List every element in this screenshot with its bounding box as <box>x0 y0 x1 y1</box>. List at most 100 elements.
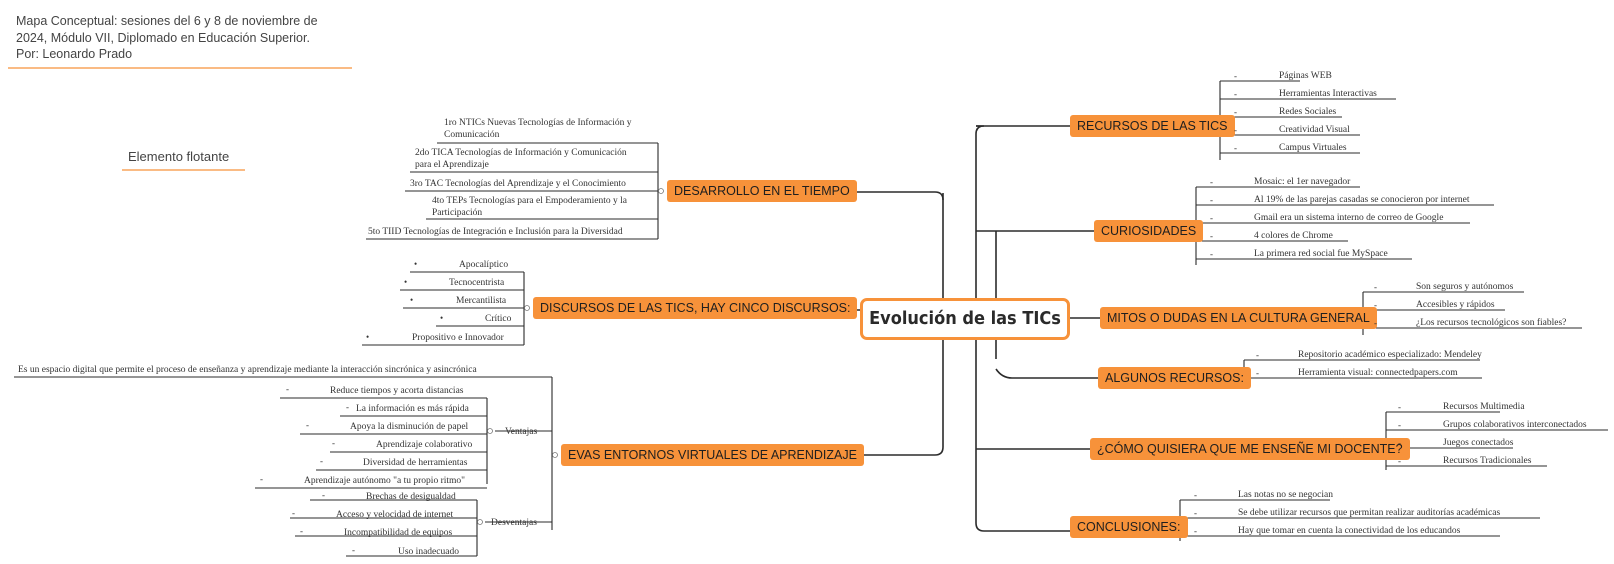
dash: - <box>1234 125 1237 135</box>
leaf-desarrollo-4[interactable]: 4to TEPs Tecnologías para el Empoderamie… <box>432 195 627 219</box>
leaf-desarrollo-2-line-2: para el Aprendizaje <box>415 160 489 170</box>
leaf-discursos-3[interactable]: Mercantilista <box>456 296 507 306</box>
leaf-desarrollo-4-line-2: Participación <box>432 208 483 218</box>
topic-mitos[interactable]: MITOS O DUDAS EN LA CULTURA GENERAL <box>1100 307 1377 329</box>
dash: - <box>1374 282 1377 292</box>
leaf-discursos-2[interactable]: Tecnocentrista <box>449 278 505 288</box>
leaf-desarrollo-2-line-1: 2do TICA Tecnologías de Información y Co… <box>415 148 627 158</box>
note-line-1: Mapa Conceptual: sesiones del 6 y 8 de n… <box>16 14 318 28</box>
dash: - <box>322 490 325 500</box>
leaf-recursos-4[interactable]: Creatividad Visual <box>1279 125 1350 135</box>
topic-discursos[interactable]: DISCURSOS DE LAS TICS, HAY CINCO DISCURS… <box>533 297 858 319</box>
leaf-algunos-1[interactable]: Repositorio académico especializado: Men… <box>1298 350 1482 360</box>
dash: - <box>1210 213 1213 223</box>
dash: - <box>1210 231 1213 241</box>
dash: - <box>1210 249 1213 259</box>
dash: - <box>1374 318 1377 328</box>
bullet: • <box>404 277 408 287</box>
dash: - <box>1194 526 1197 536</box>
leaf-recursos-3[interactable]: Redes Sociales <box>1279 107 1337 117</box>
topic-docente[interactable]: ¿CÓMO QUISIERA QUE ME ENSEÑE MI DOCENTE? <box>1090 438 1410 460</box>
dash: - <box>1194 508 1197 518</box>
leaf-desventajas-1[interactable]: Brechas de desigualdad <box>366 492 456 502</box>
leaf-desventajas-2[interactable]: Acceso y velocidad de internet <box>336 510 454 520</box>
note-line-3: Por: Leonardo Prado <box>16 47 133 61</box>
dash: - <box>260 474 263 484</box>
dash: - <box>332 438 335 448</box>
central-topic[interactable]: Evolución de las TICs <box>860 298 1070 340</box>
dash: - <box>1374 300 1377 310</box>
leaf-curiosidades-1[interactable]: Mosaic: el 1er navegador <box>1254 177 1351 187</box>
floating-element[interactable]: Elemento flotante <box>128 149 230 164</box>
leaf-docente-2[interactable]: Grupos colaborativos interconectados <box>1443 420 1587 430</box>
leaf-mitos-1[interactable]: Son seguros y autónomos <box>1416 282 1514 292</box>
leaf-ventajas-3[interactable]: Apoya la disminución de papel <box>350 422 469 432</box>
leaf-ventajas-4[interactable]: Aprendizaje colaborativo <box>376 440 473 450</box>
leaf-desarrollo-1[interactable]: 1ro NTICs Nuevas Tecnologías de Informac… <box>444 117 632 141</box>
leaf-docente-1[interactable]: Recursos Multimedia <box>1443 402 1525 412</box>
evas-definition[interactable]: Es un espacio digital que permite el pro… <box>18 365 477 375</box>
leaf-conclusiones-2[interactable]: Se debe utilizar recursos que permitan r… <box>1238 508 1501 518</box>
leaf-recursos-5[interactable]: Campus Virtuales <box>1279 143 1347 153</box>
dash: - <box>346 402 349 412</box>
leaf-mitos-3[interactable]: ¿Los recursos tecnológicos son fiables? <box>1416 318 1567 328</box>
dash: - <box>1398 402 1401 412</box>
leaf-desventajas-3[interactable]: Incompatibilidad de equipos <box>344 528 453 538</box>
bullet: • <box>410 295 414 305</box>
leaf-docente-3[interactable]: Juegos conectados <box>1443 438 1514 448</box>
bullet: • <box>414 259 418 269</box>
leaf-discursos-5[interactable]: Propositivo e Innovador <box>412 333 504 343</box>
leaf-desarrollo-2[interactable]: 2do TICA Tecnologías de Información y Co… <box>415 147 627 171</box>
ventajas-label[interactable]: Ventajas <box>505 427 538 437</box>
leaf-conclusiones-3[interactable]: Hay que tomar en cuenta la conectividad … <box>1238 526 1461 536</box>
dash: - <box>1256 368 1259 378</box>
topic-algunos-recursos[interactable]: ALGUNOS RECURSOS: <box>1098 367 1251 389</box>
dash: - <box>1210 195 1213 205</box>
header-note: Mapa Conceptual: sesiones del 6 y 8 de n… <box>16 13 318 63</box>
dash: - <box>306 420 309 430</box>
leaf-recursos-1[interactable]: Páginas WEB <box>1279 71 1332 81</box>
topic-recursos[interactable]: RECURSOS DE LAS TICS <box>1070 115 1235 137</box>
dash: - <box>352 545 355 555</box>
leaf-desarrollo-3[interactable]: 3ro TAC Tecnologías del Aprendizaje y el… <box>410 179 626 189</box>
leaf-docente-4[interactable]: Recursos Tradicionales <box>1443 456 1532 466</box>
leaf-ventajas-5[interactable]: Diversidad de herramientas <box>363 458 468 468</box>
dash: - <box>1256 350 1259 360</box>
dash: - <box>1234 107 1237 117</box>
leaf-desarrollo-5[interactable]: 5to TIID Tecnologías de Integración e In… <box>368 227 623 237</box>
leaf-ventajas-2[interactable]: La información es más rápida <box>356 404 469 414</box>
dash: - <box>1234 71 1237 81</box>
dash: - <box>1210 177 1213 187</box>
dash: - <box>300 526 303 536</box>
leaf-desarrollo-1-line-1: 1ro NTICs Nuevas Tecnologías de Informac… <box>444 118 632 128</box>
leaf-recursos-2[interactable]: Herramientas Interactivas <box>1279 89 1377 99</box>
topic-conclusiones[interactable]: CONCLUSIONES: <box>1070 516 1188 538</box>
leaf-discursos-4[interactable]: Crítico <box>485 314 512 324</box>
leaf-discursos-1[interactable]: Apocalíptico <box>459 260 509 270</box>
leaf-ventajas-6[interactable]: Aprendizaje autónomo "a tu propio ritmo" <box>304 476 466 486</box>
leaf-conclusiones-1[interactable]: Las notas no se negocian <box>1238 490 1333 500</box>
leaf-curiosidades-4[interactable]: 4 colores de Chrome <box>1254 231 1333 241</box>
leaf-curiosidades-3[interactable]: Gmail era un sistema interno de correo d… <box>1254 213 1444 223</box>
leaf-ventajas-1[interactable]: Reduce tiempos y acorta distancias <box>330 386 464 396</box>
dash: - <box>320 456 323 466</box>
bullet: • <box>366 332 370 342</box>
dash: - <box>1234 143 1237 153</box>
leaf-curiosidades-2[interactable]: Al 19% de las parejas casadas se conocie… <box>1254 195 1470 205</box>
topic-evas[interactable]: EVAS ENTORNOS VIRTUALES DE APRENDIZAJE <box>561 444 864 466</box>
dash: - <box>1234 89 1237 99</box>
bullet: • <box>440 313 444 323</box>
leaf-desventajas-4[interactable]: Uso inadecuado <box>398 547 459 557</box>
desventajas-label[interactable]: Desventajas <box>491 518 537 528</box>
leaf-curiosidades-5[interactable]: La primera red social fue MySpace <box>1254 249 1388 259</box>
topic-curiosidades[interactable]: CURIOSIDADES <box>1094 220 1204 242</box>
leaf-desarrollo-1-line-2: Comunicación <box>444 130 500 140</box>
leaf-algunos-2[interactable]: Herramienta visual: connectedpapers.com <box>1298 368 1458 378</box>
leaf-mitos-2[interactable]: Accesibles y rápidos <box>1416 300 1495 310</box>
dash: - <box>1398 420 1401 430</box>
note-line-2: 2024, Módulo VII, Diplomado en Educación… <box>16 30 310 45</box>
topic-desarrollo[interactable]: DESARROLLO EN EL TIEMPO <box>667 180 857 202</box>
dash: - <box>1398 456 1401 466</box>
dash: - <box>1398 438 1401 448</box>
